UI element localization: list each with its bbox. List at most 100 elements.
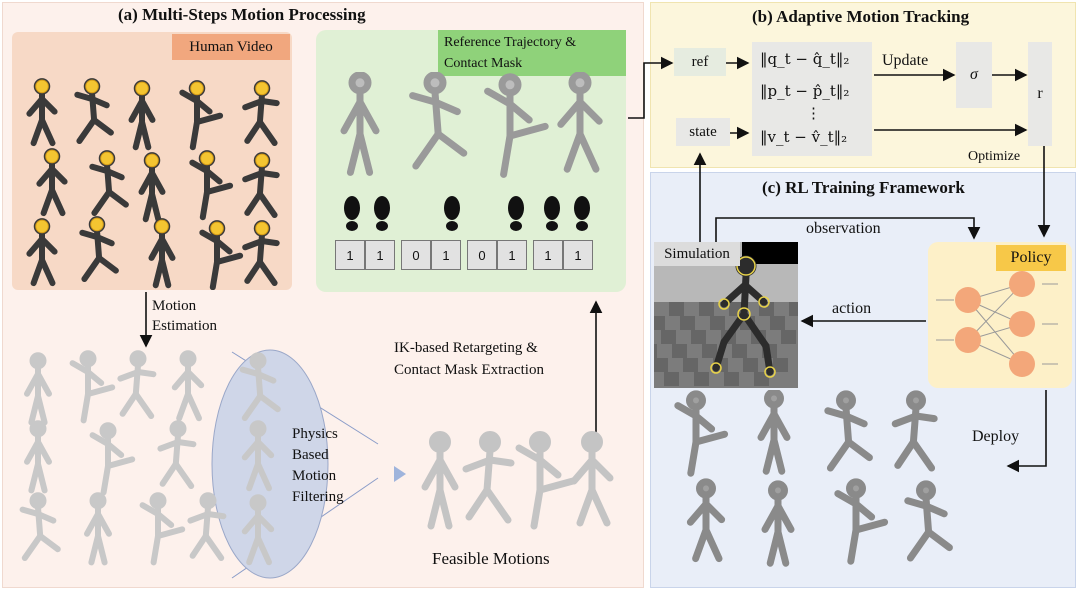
human-video-label: Human Video [172,34,290,60]
deployed-robot-7-limb [906,528,933,562]
feasible-motion-1-limb [483,486,512,524]
human-14-limb [244,259,263,284]
human-4-limb [256,119,278,146]
estimated-motion-7-limb [157,439,181,452]
footprint-heel-icon [576,221,588,231]
estimated-motion-4-limb [255,371,277,384]
estimated-motion-13-limb [241,513,261,535]
retargeting-line1: IK-based Retargeting & [394,340,538,356]
deployed-robot-0-limb [687,438,700,477]
feasible-motion-2-limb [536,477,577,494]
deployed-robot-0-limb [692,430,729,446]
human-video-frames [26,78,280,290]
ref-robot-3-limb [576,130,600,173]
estimated-motion-8-limb [255,439,275,459]
contact-mask-cell: 1 [497,240,527,270]
feasible-motion-0-limb [436,456,459,491]
feasible-motion-1-limb [462,456,494,473]
footprint-heel-icon [446,221,458,231]
human-12-face-icon [155,219,169,234]
estimated-motion-0-limb [35,371,52,397]
panel-c-title: (c) RL Training Framework [762,178,965,197]
deployed-robot-6-limb [847,526,860,565]
estimated-motion-11-limb [150,533,161,566]
estimated-motion-10-limb [95,511,112,537]
estimated-motion-7-limb [172,461,195,489]
footprint-heel-icon [346,221,358,231]
deployed-robot-2-limb [826,438,853,472]
physics-filter-line-2: Based [292,447,329,463]
formula-v: ‖v_t − v̂_t‖₂ [760,128,848,146]
estimated-motion-9-limb [35,511,57,524]
funnel-arrowhead [394,466,406,482]
human-0-face-icon [35,79,49,94]
estimated-motion-2-limb [117,369,141,382]
human-11-limb [81,255,103,282]
policy-label: Policy [996,245,1066,271]
neuron-node [1009,271,1035,297]
estimated-motion-1-limb [80,391,91,424]
deployed-robot-1-limb [757,410,778,441]
estimated-motion-8-limb [241,439,261,461]
human-8-limb [204,168,223,185]
human-4-face-icon [255,81,269,96]
human-14-limb [259,238,280,247]
human-9-limb [244,191,263,216]
estimated-motion-8-limb [246,461,261,492]
feasible-motion-2-head [529,431,551,453]
deployed-robot-5-limb [761,502,782,533]
human-2-limb [128,98,145,123]
human-6-limb [91,189,113,216]
human-5-limb [49,187,66,217]
deploy-label: Deploy [972,428,1020,445]
footprint-heel-icon [510,221,522,231]
estimated-motion-4-limb [257,393,281,413]
human-3-limb [194,112,224,125]
ref-robot-1-limb [431,98,461,116]
ref-robot-2-limb [506,122,549,140]
human-5-limb [49,166,68,185]
estimated-motion-2-limb [135,369,157,378]
ref-robot-2-limb [500,132,514,178]
estimated-motion-12-limb [187,511,211,524]
motion-estimation-line1: Motion [152,298,197,314]
deployed-robot-6-limb [852,500,876,521]
feasible-motions-label: Feasible Motions [432,549,550,568]
deployed-robot-4-limb [692,526,710,563]
estimated-motion-11-limb [155,526,186,539]
human-5-face-icon [45,149,59,164]
formula-dots: ⋮ [806,104,821,122]
human-11-limb [96,255,119,274]
footprint-icon [544,196,560,220]
feasible-motion-3-limb [588,456,614,482]
human-2-limb [139,98,156,123]
ref-robot-2-limb [484,87,514,108]
estimated-motion-12-limb [202,533,225,561]
deploy-arrow [1006,390,1047,473]
human-8-limb [199,189,210,221]
feasible-motion-1-limb [465,486,491,521]
estimated-motion-7-limb [159,461,179,487]
human-1-limb [76,117,98,144]
feasible-motion-2-limb [515,444,544,464]
feasible-motion-3-limb [576,486,596,527]
human-3-face-icon [190,81,204,96]
reference-to-ref-arrow [628,56,674,119]
reference-trajectory-label: Reference Trajectory & Contact Mask [438,30,626,76]
physics-filter-line-4: Filtering [292,489,344,505]
reference-robots [340,72,603,178]
physics-filter-line-3: Motion [292,468,337,484]
neural-network [936,271,1058,377]
feasible-motion-0-limb [421,456,444,491]
estimated-motion-3-limb [176,391,191,422]
human-10-face-icon [35,219,49,234]
feasible-motions [421,431,614,530]
reward-box: r [1028,42,1052,146]
observation-arrow [715,217,981,242]
human-1-face-icon [85,79,99,94]
human-0-limb [39,96,58,115]
contact-mask-cell: 1 [563,240,593,270]
human-2-limb [139,119,152,151]
deployed-robots [674,390,953,567]
